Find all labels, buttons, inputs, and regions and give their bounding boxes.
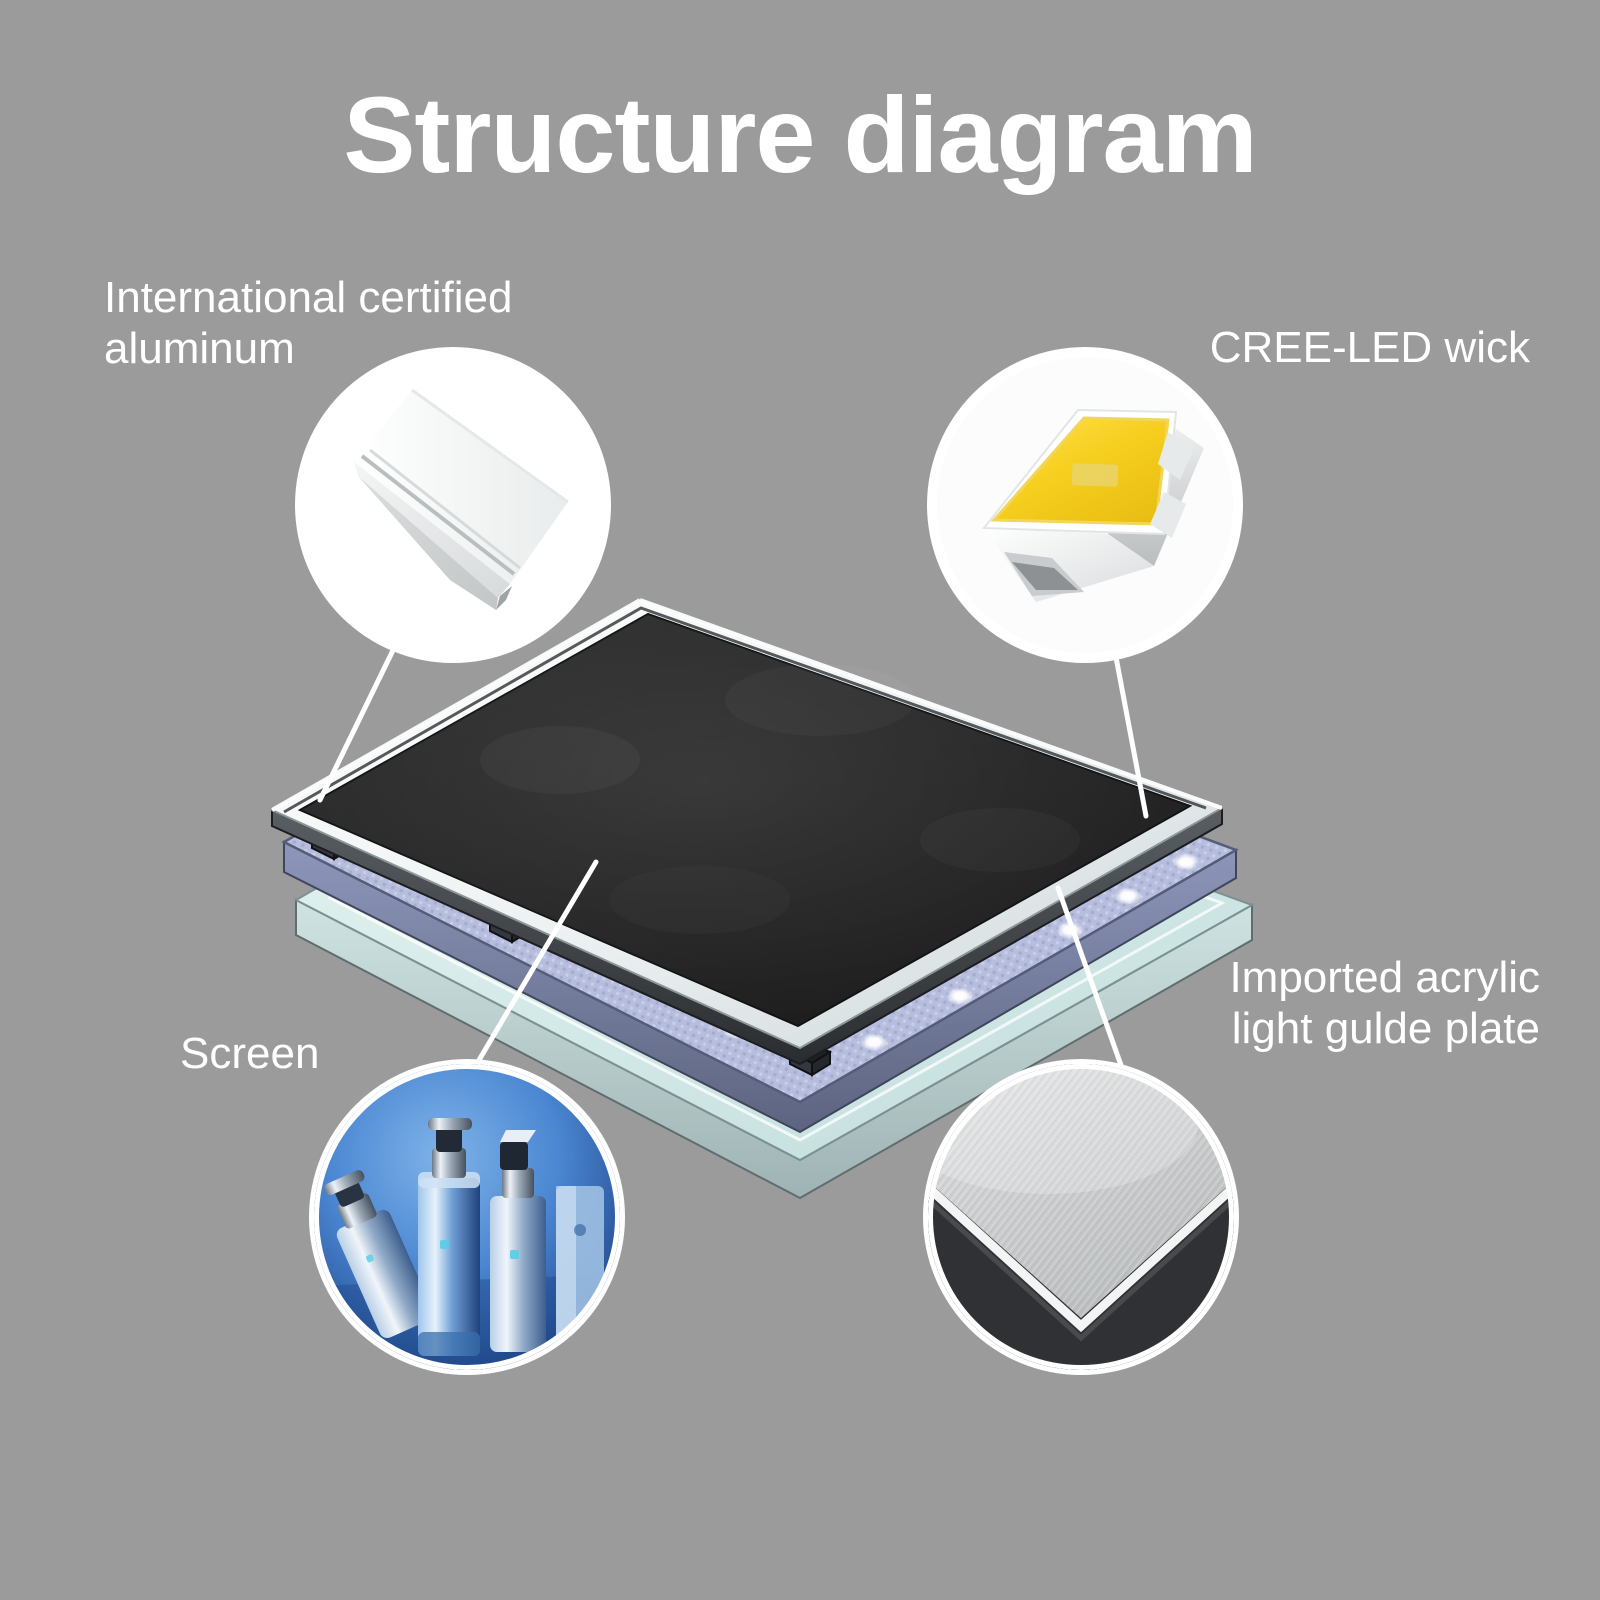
acrylic-light-guide-plate-icon	[928, 1064, 1234, 1370]
cosmetic-bottles-poster-icon	[314, 1064, 620, 1370]
leader-line-aluminum	[317, 637, 401, 803]
page-title: Structure diagram	[343, 74, 1257, 195]
callout-label-acrylic: Imported acrylic light gulde plate	[1229, 953, 1540, 1054]
leader-line-cree	[1109, 633, 1149, 819]
callout-image-screen[interactable]	[314, 1064, 620, 1370]
leader-line-acrylic	[1055, 885, 1125, 1071]
callout-label-cree: CREE-LED wick	[1209, 323, 1530, 372]
callout-image-cree-led[interactable]	[932, 352, 1238, 658]
aluminum-frame-profile-icon	[300, 352, 606, 658]
callout-image-aluminum[interactable]	[300, 352, 606, 658]
callout-image-acrylic-plate[interactable]	[928, 1064, 1234, 1370]
leader-lines	[317, 633, 1149, 1075]
callout-label-screen: Screen	[180, 1029, 320, 1078]
smd-led-chip-icon	[932, 352, 1238, 658]
callout-label-aluminum: International certified aluminum	[104, 273, 513, 374]
leader-line-screen	[469, 859, 599, 1075]
diagram-layer-screen-panel	[269, 598, 1225, 1066]
